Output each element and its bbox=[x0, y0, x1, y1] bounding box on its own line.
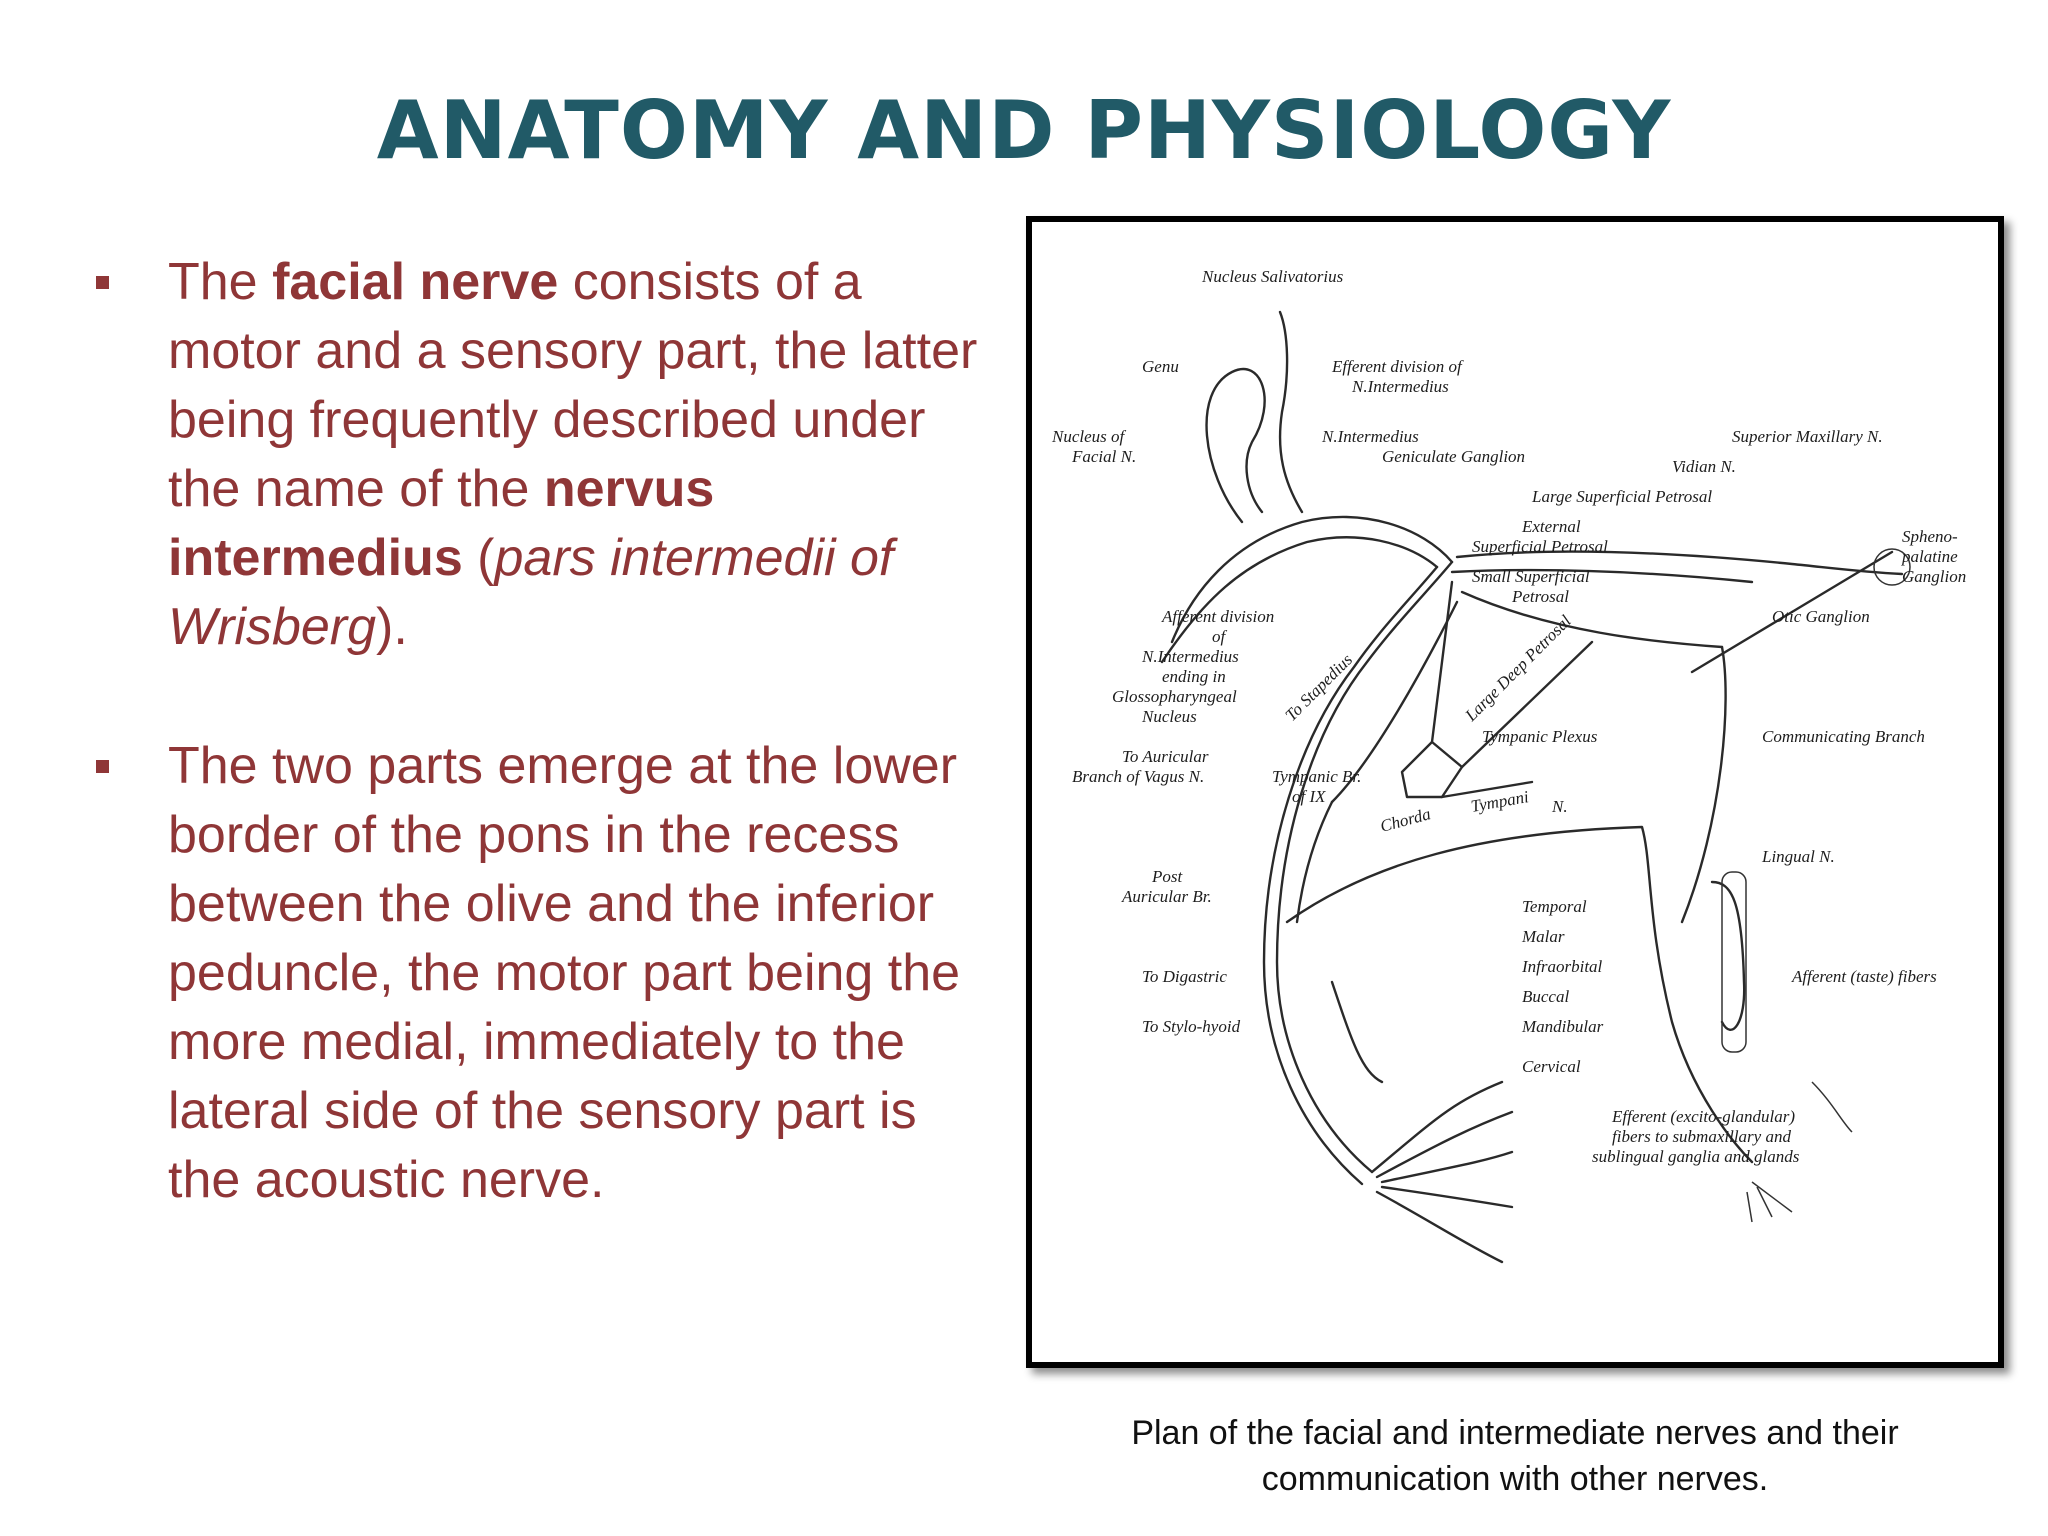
page-title: ANATOMY AND PHYSIOLOGY bbox=[376, 84, 1672, 177]
label-n-intermedius: N.Intermedius bbox=[1321, 427, 1419, 446]
bullet-list: The facial nerve consists of a motor and… bbox=[90, 248, 990, 1215]
pterygopalatine-ganglion bbox=[1873, 548, 1911, 586]
peripheral-branches bbox=[1370, 1080, 1514, 1264]
bullet-facial-nerve: The facial nerve consists of a motor and… bbox=[90, 248, 990, 662]
label-nucleus-facial-2: Facial N. bbox=[1071, 447, 1136, 466]
label-spheno-1: Spheno- bbox=[1902, 527, 1958, 546]
external-petrosal bbox=[1450, 568, 1754, 584]
label-spheno-3: Ganglion bbox=[1902, 567, 1966, 586]
label-large-sup-petrosal: Large Superficial Petrosal bbox=[1531, 487, 1712, 506]
label-to-stapedius: To Stapedius bbox=[1281, 650, 1356, 725]
bullet-marker bbox=[96, 760, 109, 773]
label-mandibular: Mandibular bbox=[1521, 1017, 1604, 1036]
label-efferent-ex-2: fibers to submaxillary and bbox=[1612, 1127, 1791, 1146]
label-external-1: External bbox=[1521, 517, 1581, 536]
bullet-text: The two parts emerge at the lower border… bbox=[168, 737, 961, 1209]
label-afferent-6: Nucleus bbox=[1141, 707, 1197, 726]
label-genu: Genu bbox=[1142, 357, 1179, 376]
tympanic-br bbox=[1295, 800, 1334, 924]
label-afferent-2: of bbox=[1212, 627, 1228, 646]
bullet-emergence: The two parts emerge at the lower border… bbox=[90, 732, 990, 1215]
label-large-deep-petrosal: Large Deep Petrosal bbox=[1461, 611, 1575, 725]
label-afferent-5: Glossopharyngeal bbox=[1112, 687, 1237, 706]
label-communicating: Communicating Branch bbox=[1762, 727, 1925, 746]
bullet-marker bbox=[96, 276, 109, 289]
italic-wrisberg: pars intermedii of Wrisberg bbox=[168, 529, 894, 656]
label-auricular-2: Branch of Vagus N. bbox=[1072, 767, 1204, 786]
label-buccal: Buccal bbox=[1522, 987, 1569, 1006]
label-nucleus-salivatorius: Nucleus Salivatorius bbox=[1201, 267, 1344, 286]
label-afferent-taste: Afferent (taste) fibers bbox=[1791, 967, 1937, 986]
bullet-text: The bbox=[168, 253, 273, 311]
label-cervical: Cervical bbox=[1522, 1057, 1581, 1076]
label-external-2: Superficial Petrosal bbox=[1472, 537, 1608, 556]
tympanic-plexus bbox=[1400, 740, 1464, 799]
nerve-lines bbox=[1160, 310, 1904, 1264]
label-small-sup-1: Small Superficial bbox=[1472, 567, 1590, 586]
greater-petrosal bbox=[1455, 550, 1904, 576]
plexus-branches bbox=[1430, 580, 1594, 799]
stapedius-branch bbox=[1330, 600, 1459, 804]
large-deep-petrosal bbox=[1690, 550, 1894, 674]
nerve-diagram: Nucleus Salivatorius Genu Efferent divis… bbox=[1026, 216, 2004, 1368]
bold-facial-nerve: facial nerve bbox=[272, 253, 559, 311]
facial-trunk-outer bbox=[1275, 560, 1454, 1174]
bullet-text: ( bbox=[462, 529, 495, 587]
label-to-stylohyoid: To Stylo-hyoid bbox=[1142, 1017, 1241, 1036]
genu-loop bbox=[1205, 368, 1266, 524]
small-petrosal bbox=[1460, 590, 1724, 649]
label-vidian: Vidian N. bbox=[1672, 457, 1736, 476]
label-chorda: Chorda bbox=[1378, 804, 1432, 836]
label-auricular-1: To Auricular bbox=[1122, 747, 1209, 766]
label-efferent-1: Efferent division of bbox=[1331, 357, 1464, 376]
figure-caption: Plan of the facial and intermediate nerv… bbox=[1131, 1414, 1899, 1498]
decorative-details bbox=[1721, 548, 1911, 1223]
label-small-sup-2: Petrosal bbox=[1511, 587, 1569, 606]
label-nucleus-facial-1: Nucleus of bbox=[1051, 427, 1127, 446]
label-geniculate: Geniculate Ganglion bbox=[1382, 447, 1525, 466]
label-spheno-2: palatine bbox=[1901, 547, 1958, 566]
label-afferent-4: ending in bbox=[1162, 667, 1226, 686]
label-chorda-n: N. bbox=[1551, 797, 1568, 816]
label-efferent-ex-1: Efferent (excito-glandular) bbox=[1611, 1107, 1795, 1126]
gland-fibers bbox=[1746, 1081, 1853, 1223]
bullet-text: ). bbox=[376, 598, 408, 656]
facial-root-upper bbox=[1170, 515, 1454, 644]
label-superior-maxillary: Superior Maxillary N. bbox=[1732, 427, 1883, 446]
label-malar: Malar bbox=[1521, 927, 1565, 946]
label-afferent-1: Afferent division bbox=[1161, 607, 1274, 626]
label-efferent-2: N.Intermedius bbox=[1351, 377, 1449, 396]
lingual-segment bbox=[1721, 871, 1747, 1053]
nerve-diagram-svg: Nucleus Salivatorius Genu Efferent divis… bbox=[1051, 267, 1966, 1264]
bold-nervus-intermedius: nervus intermedius bbox=[168, 460, 715, 587]
label-lingual: Lingual N. bbox=[1761, 847, 1835, 866]
label-afferent-3: N.Intermedius bbox=[1141, 647, 1239, 666]
bullet-text: consists of a motor and a sensory part, … bbox=[168, 253, 978, 518]
communicating-branch bbox=[1680, 645, 1727, 924]
label-to-digastric: To Digastric bbox=[1142, 967, 1227, 986]
facial-root-lower bbox=[1160, 536, 1439, 664]
lingual-nerve bbox=[1710, 880, 1746, 1031]
label-efferent-ex-3: sublingual ganglia and glands bbox=[1592, 1147, 1800, 1166]
label-tympanic-br-2: of IX bbox=[1292, 787, 1326, 806]
diagram-labels: Nucleus Salivatorius Genu Efferent divis… bbox=[1051, 267, 1966, 1166]
efferent-fiber bbox=[1278, 310, 1304, 514]
label-tympanic-plexus: Tympanic Plexus bbox=[1482, 727, 1598, 746]
label-otic: Otic Ganglion bbox=[1772, 607, 1870, 626]
label-post-auricular-2: Auricular Br. bbox=[1121, 887, 1212, 906]
chorda-tympani bbox=[1285, 825, 1754, 1164]
digastric-loop bbox=[1330, 980, 1384, 1084]
label-temporal: Temporal bbox=[1522, 897, 1587, 916]
facial-trunk-inner bbox=[1262, 565, 1439, 1186]
label-post-auricular-1: Post bbox=[1151, 867, 1184, 886]
label-infraorbital: Infraorbital bbox=[1521, 957, 1603, 976]
label-tympanic-br-1: Tympanic Br. bbox=[1272, 767, 1361, 786]
